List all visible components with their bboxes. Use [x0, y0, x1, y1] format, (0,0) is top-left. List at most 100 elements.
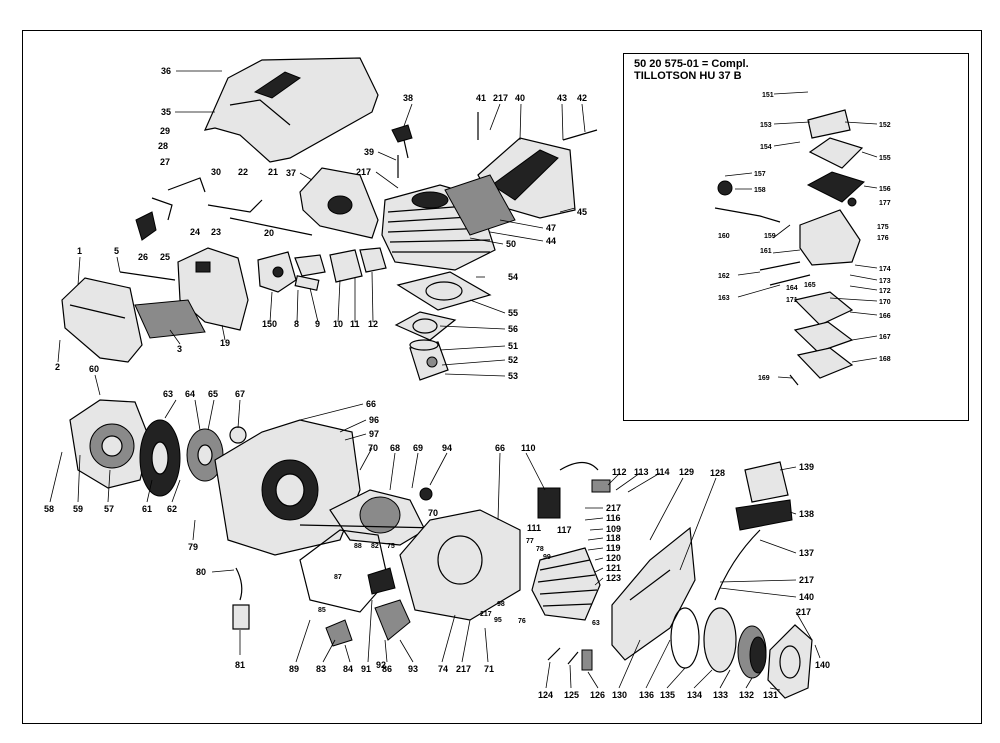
label-19: 19	[220, 338, 230, 348]
label-26: 26	[138, 252, 148, 262]
label-140a: 140	[799, 592, 814, 602]
label-166: 166	[879, 313, 891, 320]
label-86: 86	[382, 664, 392, 674]
label-158: 158	[754, 187, 766, 194]
top-cover-35	[203, 57, 379, 163]
label-151: 151	[762, 92, 774, 99]
label-125: 125	[564, 690, 579, 700]
label-98: 98	[497, 601, 505, 608]
label-157: 157	[754, 171, 766, 178]
label-175: 175	[877, 224, 889, 231]
clutch-65	[186, 426, 247, 482]
label-37: 37	[286, 168, 296, 178]
label-40: 40	[515, 93, 525, 103]
label-28: 28	[158, 141, 168, 151]
label-134: 134	[687, 690, 702, 700]
small-parts-124-126	[547, 647, 593, 671]
label-27: 27	[160, 157, 170, 167]
label-138: 138	[799, 509, 814, 519]
label-91: 91	[361, 664, 371, 674]
label-22: 22	[238, 167, 248, 177]
label-8: 8	[294, 319, 299, 329]
label-159: 159	[764, 233, 776, 240]
label-217c: 217	[799, 575, 814, 585]
label-135: 135	[660, 690, 675, 700]
recoil-cover-128	[611, 526, 696, 661]
label-66a: 66	[366, 399, 376, 409]
label-20: 20	[264, 228, 274, 238]
carburetor-group	[257, 247, 387, 293]
label-132: 132	[739, 690, 754, 700]
label-39: 39	[364, 147, 374, 157]
diagram-frame	[22, 30, 982, 724]
label-124: 124	[538, 690, 553, 700]
label-96: 96	[369, 415, 379, 425]
label-24: 24	[190, 227, 200, 237]
label-43: 43	[557, 93, 567, 103]
label-63: 63	[163, 389, 173, 399]
label-150: 150	[262, 319, 277, 329]
label-23: 23	[211, 227, 221, 237]
label-129: 129	[679, 467, 694, 477]
label-163: 163	[718, 295, 730, 302]
label-121: 121	[606, 563, 621, 573]
label-140b: 140	[815, 660, 830, 670]
label-54: 54	[508, 272, 518, 282]
label-25: 25	[160, 252, 170, 262]
label-160: 160	[718, 233, 730, 240]
label-217d: 217	[796, 607, 811, 617]
carburetor-inset-parts	[714, 109, 865, 386]
label-60: 60	[89, 364, 99, 374]
label-152: 152	[879, 122, 891, 129]
label-41: 41	[476, 93, 486, 103]
label-131: 131	[763, 690, 778, 700]
label-172: 172	[879, 288, 891, 295]
label-169: 169	[758, 375, 770, 382]
label-51: 51	[508, 341, 518, 351]
label-168: 168	[879, 356, 891, 363]
label-1: 1	[77, 246, 82, 256]
label-114: 114	[655, 467, 670, 477]
label-89: 89	[289, 664, 299, 674]
label-162: 162	[718, 273, 730, 280]
label-65: 65	[208, 389, 218, 399]
bolts-top	[397, 112, 598, 178]
label-82: 82	[371, 543, 379, 550]
label-45: 45	[577, 207, 587, 217]
label-167: 167	[879, 334, 891, 341]
label-80: 80	[196, 567, 206, 577]
label-117: 117	[557, 525, 572, 535]
label-52: 52	[508, 355, 518, 365]
label-112: 112	[612, 467, 627, 477]
label-44: 44	[546, 236, 556, 246]
label-173: 173	[879, 278, 891, 285]
label-95: 95	[494, 617, 502, 624]
label-81: 81	[235, 660, 245, 670]
label-170: 170	[879, 299, 891, 306]
label-123: 123	[606, 573, 621, 583]
label-67: 67	[235, 389, 245, 399]
oil-pump-group	[325, 567, 411, 647]
label-75: 75	[387, 543, 395, 550]
label-88: 88	[354, 543, 362, 550]
label-59: 59	[73, 504, 83, 514]
inset-title-line1: 50 20 575-01 = Compl.	[634, 58, 749, 70]
label-217a: 217	[493, 93, 508, 103]
label-126: 126	[590, 690, 605, 700]
label-53: 53	[508, 371, 518, 381]
label-2: 2	[55, 362, 60, 372]
label-118: 118	[606, 533, 621, 543]
starter-housing-57	[69, 399, 151, 489]
label-171: 171	[786, 297, 798, 304]
label-83: 83	[316, 664, 326, 674]
label-63b: 63	[592, 620, 600, 627]
label-55: 55	[508, 308, 518, 318]
gaskets-55-56	[394, 271, 492, 341]
air-filter-cover-1	[61, 277, 143, 363]
throttle-linkage-group	[119, 177, 313, 281]
label-50: 50	[506, 239, 516, 249]
label-139: 139	[799, 462, 814, 472]
label-66b: 66	[495, 443, 505, 453]
label-110: 110	[521, 443, 536, 453]
